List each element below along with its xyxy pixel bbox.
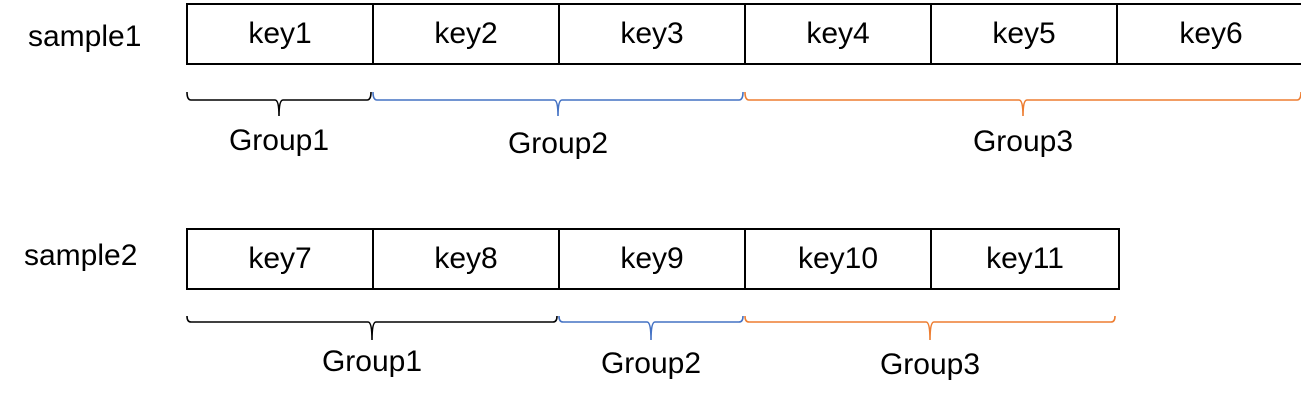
key-cell: key5 — [932, 5, 1118, 63]
sample1-group2-label: Group2 — [507, 127, 609, 160]
sample1-label: sample1 — [28, 20, 142, 53]
sample2-key-row: key7 key8 key9 key10 key11 — [186, 228, 1120, 290]
key-cell: key8 — [374, 230, 560, 288]
sample2-group3-brace — [744, 315, 1116, 341]
sample1-group2-brace — [372, 91, 744, 117]
key-cell: key1 — [188, 5, 374, 63]
sample2-group1-brace — [186, 315, 558, 341]
key-cell: key10 — [746, 230, 932, 288]
sample2-group1-label: Group1 — [321, 345, 423, 378]
key-cell: key4 — [746, 5, 932, 63]
key-cell: key7 — [188, 230, 374, 288]
sample1-key-row: key1 key2 key3 key4 key5 key6 — [186, 3, 1301, 65]
sample2-group3-label: Group3 — [879, 348, 981, 381]
sample2-group2-label: Group2 — [600, 347, 702, 380]
key-cell: key11 — [986, 242, 1064, 275]
key-cell: key2 — [374, 5, 560, 63]
sample1-group3-brace — [744, 91, 1301, 117]
sample1-group3-label: Group3 — [972, 125, 1074, 158]
key-cell: key9 — [560, 230, 746, 288]
sample2-group2-brace — [558, 315, 744, 341]
key-cell: key3 — [560, 5, 746, 63]
sample1-group1-label: Group1 — [228, 124, 330, 157]
sample2-label: sample2 — [24, 239, 138, 272]
sample1-group1-brace — [186, 91, 372, 117]
key-cell: key6 — [1179, 17, 1243, 50]
